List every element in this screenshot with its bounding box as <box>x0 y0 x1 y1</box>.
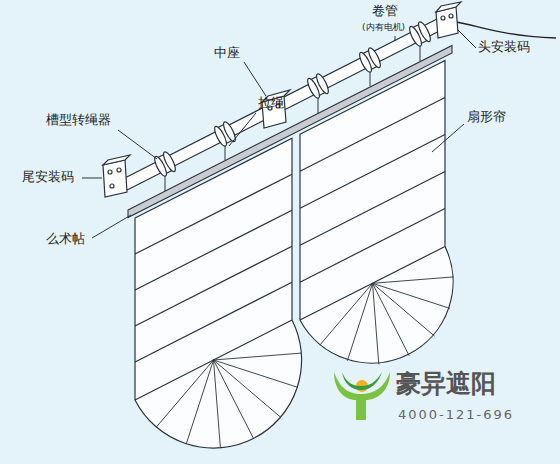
leader-line <box>82 178 102 179</box>
fan-ray <box>347 283 372 360</box>
fold-line <box>300 135 445 209</box>
leader-line <box>395 36 396 41</box>
fan-ray <box>156 360 213 427</box>
logo-mark <box>334 372 390 420</box>
part-label: 扇形帘 <box>467 110 506 125</box>
fold-line <box>135 210 292 290</box>
leader-line <box>229 113 256 146</box>
leader-lines <box>82 30 476 238</box>
fold-line <box>300 98 445 172</box>
fan-ray <box>320 283 373 345</box>
tube-fill <box>126 19 450 184</box>
fan-ray <box>373 283 410 356</box>
part-label: 槽型转绳器 <box>46 113 111 128</box>
bracket-hole <box>117 168 121 172</box>
part-label: 中座 <box>214 46 240 61</box>
cord-wheel <box>212 120 237 147</box>
tube-outline <box>126 19 450 184</box>
left-fan-shade <box>135 138 302 448</box>
leader-line <box>92 215 131 238</box>
part-label: 尾安装码 <box>22 170 74 185</box>
wheel-flange <box>161 150 177 173</box>
fold-line <box>300 172 445 246</box>
part-label: 拉绳 <box>258 96 284 111</box>
pull-cords <box>165 40 420 191</box>
wheel-flange <box>314 72 330 95</box>
fan-ray <box>373 283 450 308</box>
fan-ray <box>186 360 213 444</box>
brackets <box>103 2 461 197</box>
part-label: 么术帖 <box>46 232 85 247</box>
fan-ray <box>373 283 379 364</box>
fold-line <box>135 174 292 254</box>
bracket-hole <box>110 184 114 188</box>
cord-wheel <box>305 72 330 99</box>
fold-line <box>300 209 445 283</box>
fan-ray <box>373 283 435 336</box>
fold-line <box>135 246 292 326</box>
fold-line <box>135 282 292 362</box>
wheel-flange <box>366 46 382 69</box>
head-bracket <box>436 2 461 38</box>
fan-ray <box>214 353 302 360</box>
part-label: 头安装码 <box>478 40 530 55</box>
bracket-plate <box>103 160 127 197</box>
fan-rays <box>320 277 454 365</box>
bracket-hole <box>441 16 445 20</box>
cord-wheel <box>357 46 382 73</box>
brand-watermark: 豪异遮阳 <box>396 370 496 399</box>
fold-lines <box>135 174 292 400</box>
leader-line <box>244 62 266 96</box>
phone-watermark: 4000-121-696 <box>398 408 514 423</box>
part-label: 卷管 <box>372 4 398 19</box>
bracket-hole <box>108 170 112 174</box>
part-note: (内有电机) <box>362 22 405 32</box>
fan-rays <box>156 353 301 448</box>
leader-line <box>458 30 476 48</box>
cord-wheel <box>152 150 177 177</box>
bracket-flange <box>103 155 130 165</box>
tail-bracket <box>103 155 130 197</box>
cord-wheel <box>407 20 432 47</box>
bracket-hole <box>449 14 453 18</box>
right-fan-shade <box>300 61 454 365</box>
wheel-flange <box>221 120 237 143</box>
shade-body <box>300 61 453 364</box>
bracket-flange <box>436 2 461 12</box>
fan-ray <box>214 360 221 448</box>
logo-leaf <box>342 372 382 390</box>
leader-line <box>432 124 464 152</box>
velcro-rail <box>128 45 452 217</box>
fan-ray <box>373 277 454 283</box>
leader-line <box>118 130 157 159</box>
motor-wire <box>456 22 556 38</box>
roller-tube <box>126 19 450 184</box>
fan-ray <box>214 360 298 387</box>
shade-body <box>135 138 302 448</box>
cord-wheels <box>152 20 432 177</box>
fan-ray <box>214 360 254 439</box>
logo-leaf <box>334 372 390 420</box>
fan-ray <box>214 360 281 417</box>
wheel-flange <box>416 20 432 43</box>
